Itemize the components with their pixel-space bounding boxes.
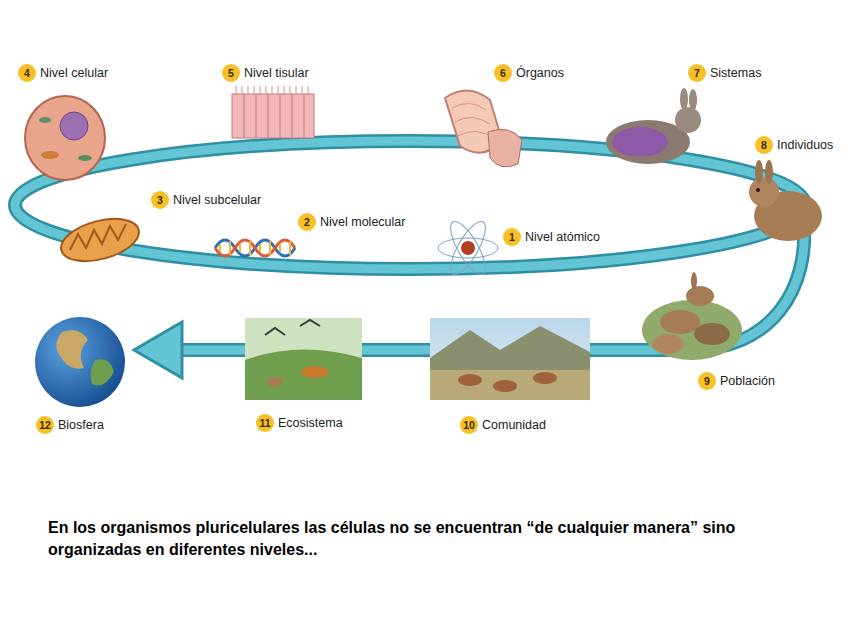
dna-strand: [215, 240, 295, 256]
cell-drawing: [25, 96, 105, 180]
tissue-drawing: [232, 94, 314, 138]
level-label: Nivel celular: [40, 66, 108, 80]
level-marker: 3 Nivel subcelular: [151, 191, 261, 209]
ecosystem-rabbit: [267, 377, 283, 387]
cell-organelle: [78, 155, 92, 161]
population-rabbit-ear: [691, 272, 697, 290]
cell-organelle: [41, 151, 59, 159]
level-marker: 11 Ecosistema: [256, 414, 343, 432]
community-deer: [493, 380, 517, 392]
organ-drawing: [488, 129, 522, 167]
level-marker: 7 Sistemas: [688, 64, 761, 82]
level-label: Individuos: [777, 138, 833, 152]
rabbit-ear: [680, 88, 688, 110]
dna-strand: [215, 240, 295, 256]
callout-number: 1: [503, 228, 521, 246]
callout-number: 3: [151, 191, 169, 209]
rabbit-ear: [765, 160, 773, 184]
community-picture: [430, 318, 590, 400]
atom-orbit: [444, 217, 491, 279]
level-marker: 9 Población: [698, 372, 775, 390]
community-deer: [533, 372, 557, 384]
tissue-cell-walls: [244, 94, 304, 138]
level-label: Comunidad: [482, 418, 546, 432]
level-marker: 5 Nivel tisular: [222, 64, 309, 82]
cell-organelle: [39, 117, 51, 123]
level-label: Nivel atómico: [525, 230, 600, 244]
dna-rungs: [220, 241, 290, 255]
rabbit-ear: [755, 160, 763, 184]
population-rabbit: [694, 323, 730, 345]
community-deer: [458, 374, 482, 386]
community-hills: [430, 326, 590, 400]
level-marker: 12 Biosfera: [36, 416, 104, 434]
level-label: Nivel molecular: [320, 215, 405, 229]
level-label: Biosfera: [58, 418, 104, 432]
ecosystem-grass: [245, 349, 362, 400]
population-rabbit: [652, 334, 684, 354]
community-ground: [430, 370, 590, 400]
arrow-head: [134, 322, 182, 378]
loop-band: [15, 141, 805, 269]
callout-number: 12: [36, 416, 54, 434]
callout-number: 11: [256, 414, 274, 432]
population-rabbit: [686, 286, 714, 306]
level-marker: 4 Nivel celular: [18, 64, 108, 82]
rabbit-ear: [689, 89, 697, 111]
callout-number: 8: [755, 136, 773, 154]
level-marker: 2 Nivel molecular: [298, 213, 405, 231]
level-marker: 1 Nivel atómico: [503, 228, 600, 246]
callout-number: 9: [698, 372, 716, 390]
ecosystem-fox: [301, 366, 329, 378]
level-label: Nivel tisular: [244, 66, 309, 80]
loop-band-edge: [15, 141, 805, 269]
callout-number: 6: [494, 64, 512, 82]
callout-number: 5: [222, 64, 240, 82]
level-marker: 8 Individuos: [755, 136, 833, 154]
atom-orbit: [438, 238, 498, 258]
callout-number: 4: [18, 64, 36, 82]
callout-number: 7: [688, 64, 706, 82]
rabbit-head: [749, 177, 779, 207]
rabbit-head: [675, 107, 701, 133]
level-label: Ecosistema: [278, 416, 343, 430]
globe-land: [56, 330, 88, 369]
cell-nucleus: [60, 112, 88, 140]
rabbit-eye: [756, 188, 760, 192]
ecosystem-picture: [245, 318, 362, 400]
caption-text: En los organismos pluricelulares las cél…: [48, 517, 783, 561]
atom-nucleus: [461, 241, 475, 255]
level-marker: 6 Órganos: [494, 64, 564, 82]
level-label: Población: [720, 374, 775, 388]
level-label: Nivel subcelular: [173, 193, 261, 207]
callout-number: 10: [460, 416, 478, 434]
mitochondrion-cristae: [70, 224, 126, 250]
tissue-cilia: [236, 86, 308, 94]
organ-system: [612, 127, 668, 157]
atom-orbit: [444, 217, 491, 279]
level-marker: 10 Comunidad: [460, 416, 546, 434]
level-label: Órganos: [516, 66, 564, 80]
mitochondrion-drawing: [56, 211, 143, 268]
globe-land: [91, 359, 114, 385]
population-rabbit: [660, 310, 700, 334]
ecosystem-birds: [265, 320, 320, 335]
globe: [35, 317, 125, 407]
callout-number: 2: [298, 213, 316, 231]
population-ground: [642, 300, 742, 360]
level-label: Sistemas: [710, 66, 761, 80]
